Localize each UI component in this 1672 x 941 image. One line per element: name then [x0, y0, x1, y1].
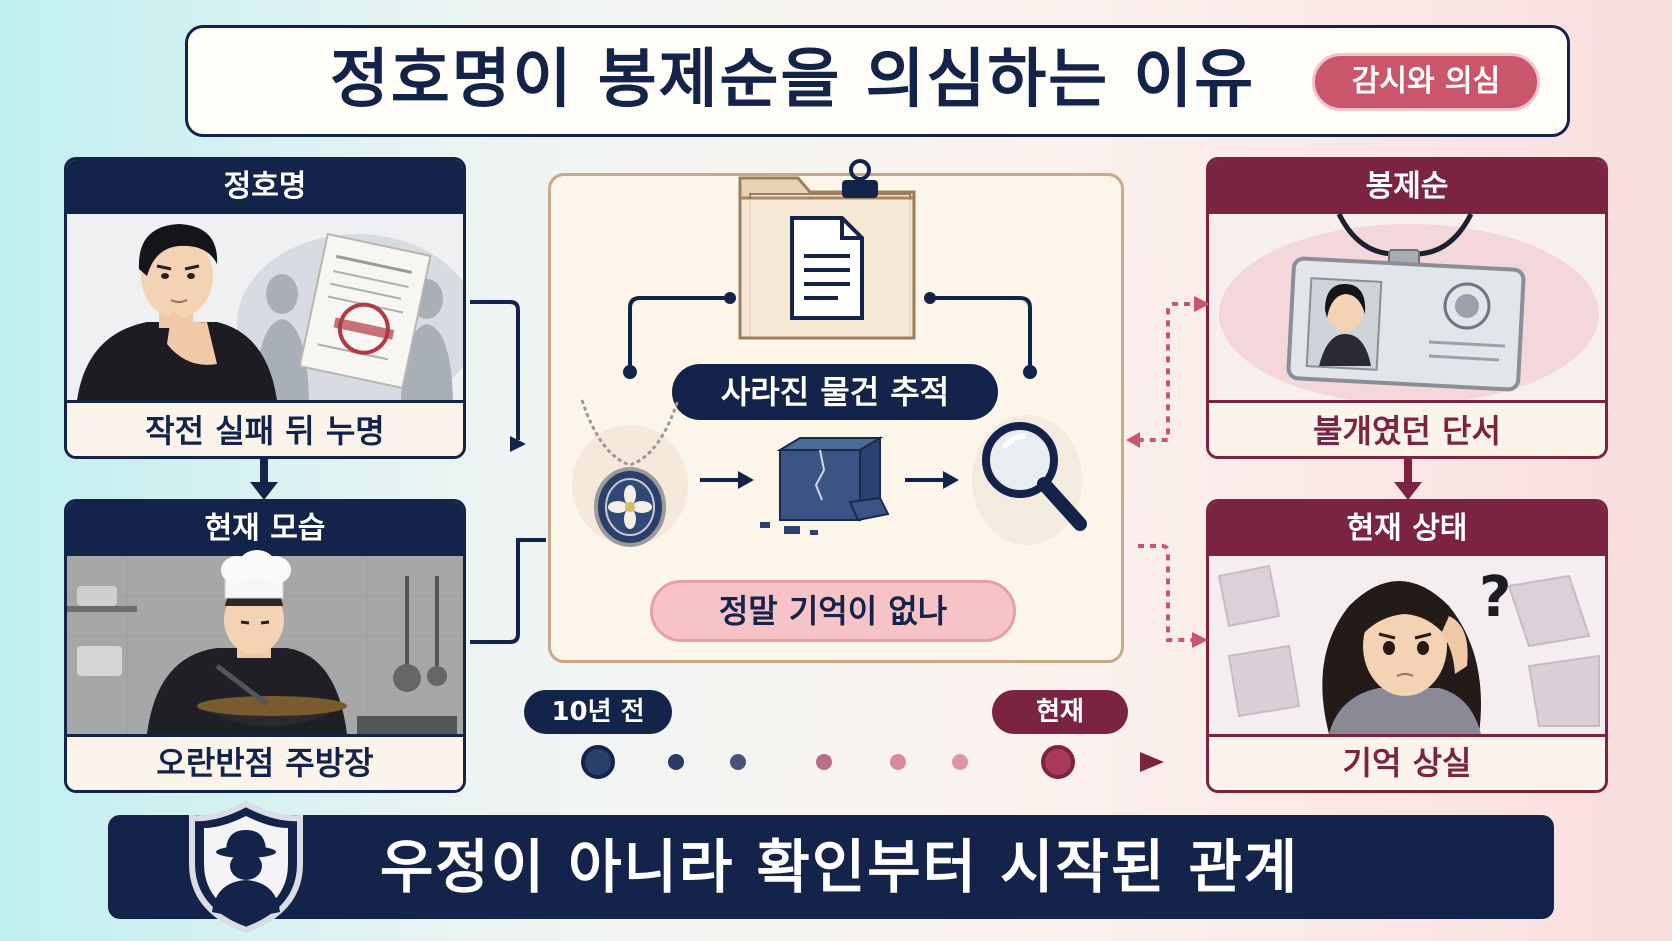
broken-box-icon	[760, 436, 890, 535]
right-connector-lines	[1126, 296, 1210, 648]
timeline	[532, 745, 1164, 779]
card-bong-jesun: 봉제순 불개였던 단서	[1206, 157, 1608, 459]
necklace-icon	[572, 399, 688, 547]
folder-connector-lines	[623, 292, 1037, 379]
card-caption: 불개였던 단서	[1209, 400, 1605, 456]
card-current-look: 현재 모습	[64, 499, 466, 793]
bottom-tagline: 우정이 아니라 확인부터 시작된 관계	[380, 833, 1300, 901]
card-caption: 오란반점 주방장	[67, 734, 463, 790]
timeline-start-label: 10년 전	[524, 690, 672, 734]
illustration-chef-cooking	[67, 550, 463, 734]
timeline-end-label: 현재	[992, 690, 1128, 734]
document-icon	[298, 232, 432, 390]
card-header: 봉제순	[1209, 160, 1605, 214]
page-title: 정호명이 봉제순을 의심하는 이유	[330, 43, 1256, 117]
illustration-woman-confused: ?	[1209, 556, 1605, 734]
id-card-icon	[1286, 212, 1526, 392]
arrow-down-icon	[250, 458, 278, 500]
arrow-right-icon	[700, 471, 754, 489]
card-jeong-homyeong: 정호명	[64, 157, 466, 459]
card-caption: 작전 실패 뒤 누명	[67, 400, 463, 456]
bottom-banner	[108, 815, 1554, 919]
left-connector-lines	[470, 300, 546, 644]
illustration-id-card	[1209, 212, 1605, 404]
track-label-pill: 사라진 물건 추적	[672, 364, 998, 420]
arrow-right-icon	[905, 471, 959, 489]
arrow-down-icon	[1394, 458, 1422, 500]
title-badge: 감시와 의심	[1312, 53, 1540, 111]
illustration-man-thinking	[67, 214, 463, 414]
folder-icon	[738, 159, 916, 340]
card-header: 정호명	[67, 160, 463, 214]
question-mark-icon: ?	[1479, 565, 1511, 630]
magnifier-icon	[972, 415, 1087, 545]
card-current-status: 현재 상태 ? 기억 상실	[1206, 499, 1608, 793]
question-pill: 정말 기억이 없나	[650, 580, 1016, 642]
card-header: 현재 모습	[67, 502, 463, 556]
shield-detective-icon	[189, 800, 303, 934]
card-caption: 기억 상실	[1209, 734, 1605, 790]
card-header: 현재 상태	[1209, 502, 1605, 556]
document-icon	[790, 216, 864, 320]
